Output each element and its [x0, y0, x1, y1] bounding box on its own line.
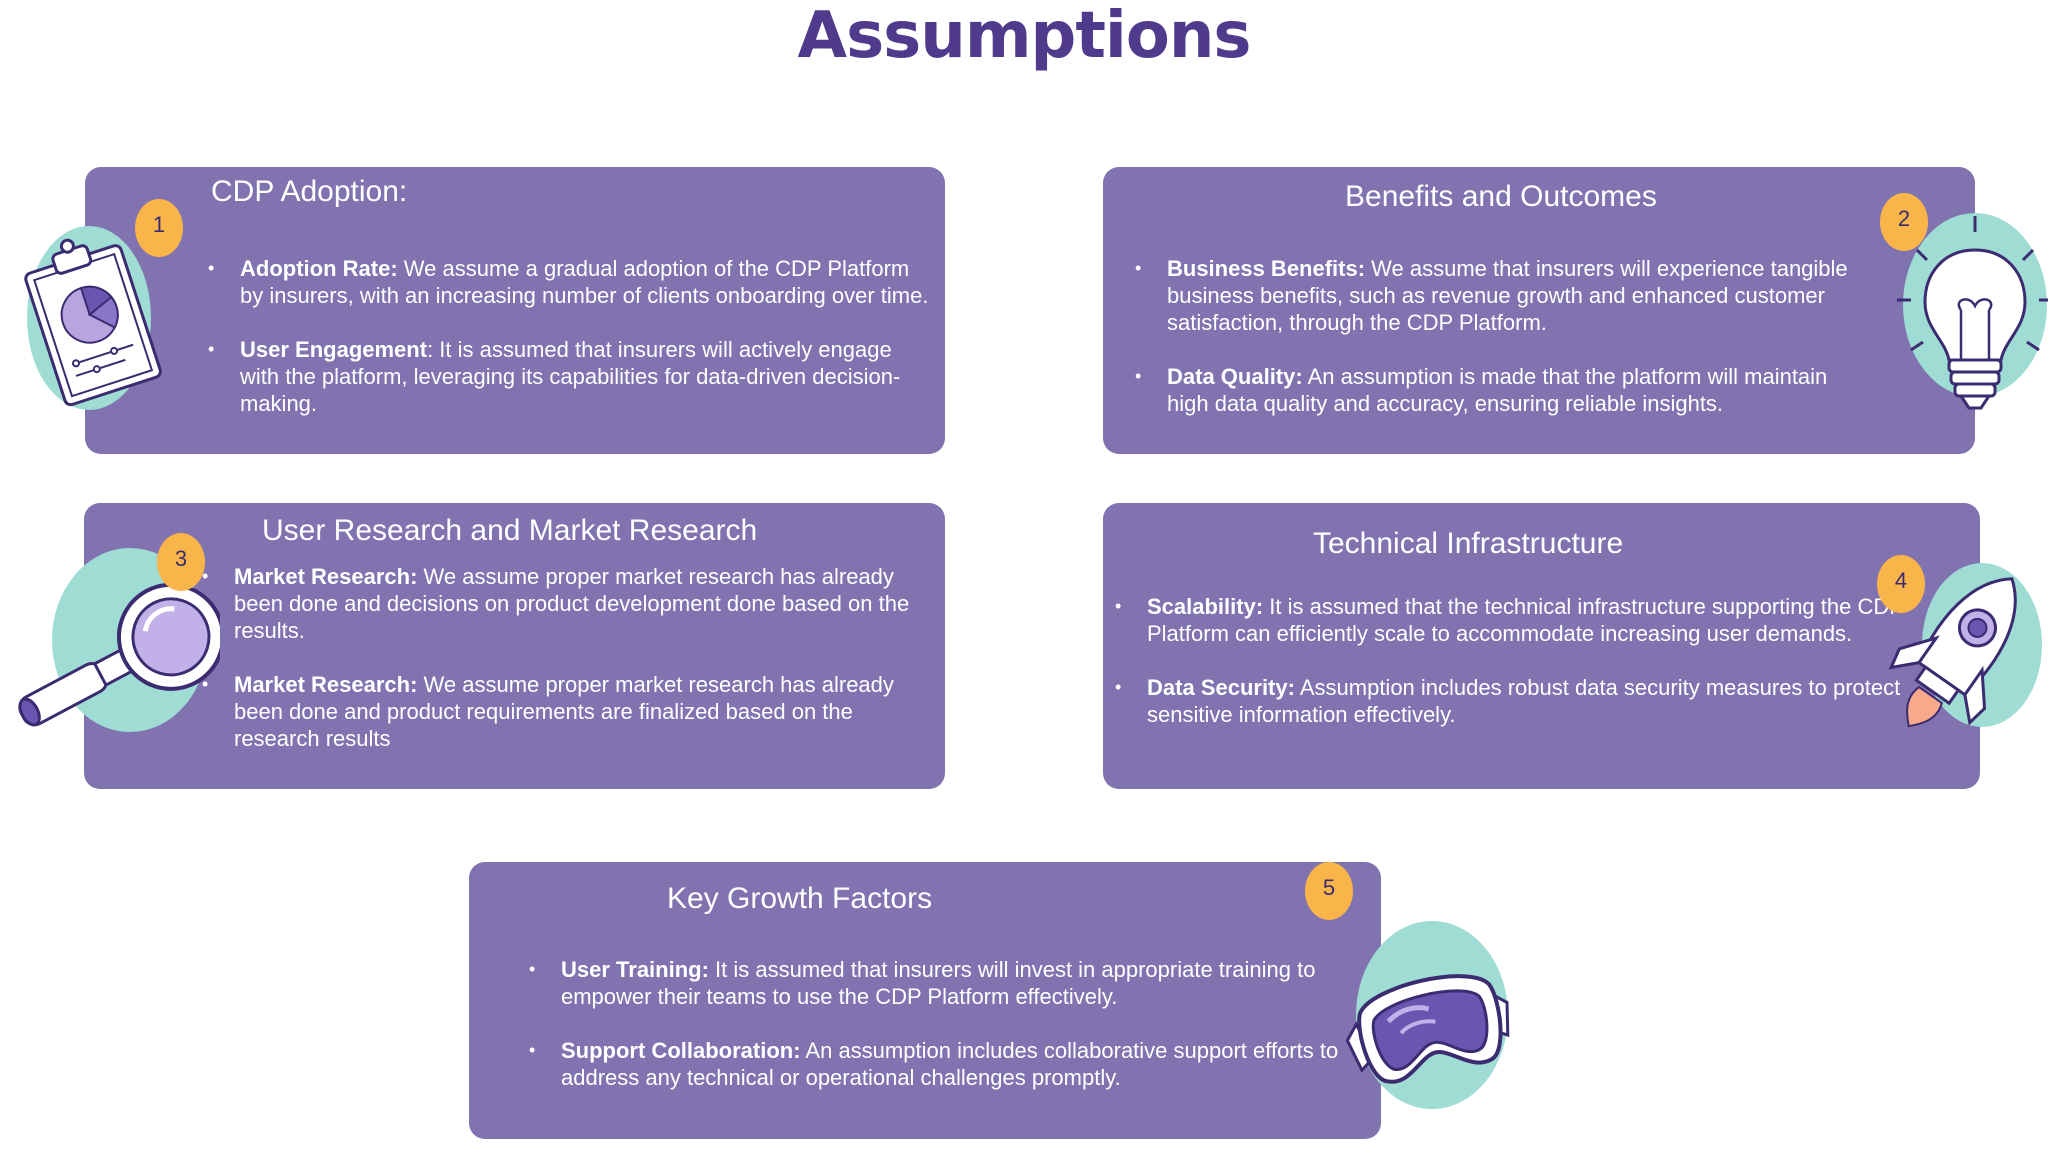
item-label: User Engagement — [240, 337, 428, 362]
item-label: User Training: — [561, 957, 709, 982]
item-text: We assume proper market research has alr… — [234, 564, 910, 643]
item-label: Adoption Rate: — [240, 256, 398, 281]
step-badge-5: 5 — [1305, 862, 1353, 920]
card-key-growth-factors: Key Growth Factors User Training: It is … — [469, 862, 1381, 1139]
card-title: Technical Infrastructure — [1313, 527, 1624, 560]
item-label: Market Research: — [234, 672, 418, 697]
item-text: We assume a gradual adoption of the CDP … — [240, 256, 929, 308]
assumption-list: Market Research: We assume proper market… — [202, 563, 934, 752]
assumption-list: Business Benefits: We assume that insure… — [1135, 255, 1867, 417]
step-badge-1: 1 — [135, 199, 183, 257]
list-item: Support Collaboration: An assumption inc… — [529, 1037, 1341, 1091]
card-benefits-outcomes: Benefits and Outcomes Business Benefits:… — [1103, 167, 1975, 454]
list-item: User Training: It is assumed that insure… — [529, 956, 1341, 1010]
item-text: Assumption includes robust data security… — [1147, 675, 1901, 727]
list-item: Business Benefits: We assume that insure… — [1135, 255, 1867, 336]
step-badge-3: 3 — [157, 533, 205, 591]
clipboard-chart-icon — [24, 226, 162, 410]
item-label: Market Research: — [234, 564, 418, 589]
item-text: An assumption is made that the platform … — [1167, 364, 1828, 416]
magnifying-glass-icon — [18, 548, 220, 732]
card-title: User Research and Market Research — [262, 514, 758, 547]
item-text: An assumption includes collaborative sup… — [561, 1038, 1339, 1090]
step-badge-2: 2 — [1880, 193, 1928, 251]
list-item: Market Research: We assume proper market… — [202, 563, 934, 644]
list-item: User Engagement: It is assumed that insu… — [208, 336, 930, 417]
list-item: Scalability: It is assumed that the tech… — [1115, 593, 1907, 647]
card-title: CDP Adoption: — [211, 175, 408, 208]
rocket-icon — [1888, 563, 2042, 728]
assumption-list: Scalability: It is assumed that the tech… — [1115, 593, 1907, 728]
list-item: Data Security: Assumption includes robus… — [1115, 674, 1907, 728]
goggles-icon — [1345, 921, 1510, 1109]
item-text: It is assumed that the technical infrast… — [1147, 594, 1904, 646]
list-item: Market Research: We assume proper market… — [202, 671, 934, 752]
list-item: Data Quality: An assumption is made that… — [1135, 363, 1867, 417]
item-label: Data Security: — [1147, 675, 1295, 700]
card-title: Key Growth Factors — [667, 882, 933, 915]
card-title: Benefits and Outcomes — [1345, 180, 1657, 213]
step-badge-4: 4 — [1877, 555, 1925, 613]
card-user-market-research: User Research and Market Research Market… — [84, 503, 945, 789]
item-label: Business Benefits: — [1167, 256, 1366, 281]
list-item: Adoption Rate: We assume a gradual adopt… — [208, 255, 930, 309]
assumption-list: User Training: It is assumed that insure… — [529, 956, 1341, 1091]
item-label: Support Collaboration: — [561, 1038, 801, 1063]
lightbulb-icon — [1897, 213, 2048, 410]
card-cdp-adoption: CDP Adoption: Adoption Rate: We assume a… — [85, 167, 945, 454]
item-label: Scalability: — [1147, 594, 1264, 619]
item-text: We assume that insurers will experience … — [1167, 256, 1848, 335]
item-text: : It is assumed that insurers will activ… — [240, 337, 901, 416]
item-text: It is assumed that insurers will invest … — [561, 957, 1316, 1009]
card-technical-infrastructure: Technical Infrastructure Scalability: It… — [1103, 503, 1980, 789]
assumption-list: Adoption Rate: We assume a gradual adopt… — [208, 255, 930, 417]
page-title: Assumptions — [797, 0, 1252, 73]
item-label: Data Quality: — [1167, 364, 1303, 389]
item-text: We assume proper market research has alr… — [234, 672, 894, 751]
